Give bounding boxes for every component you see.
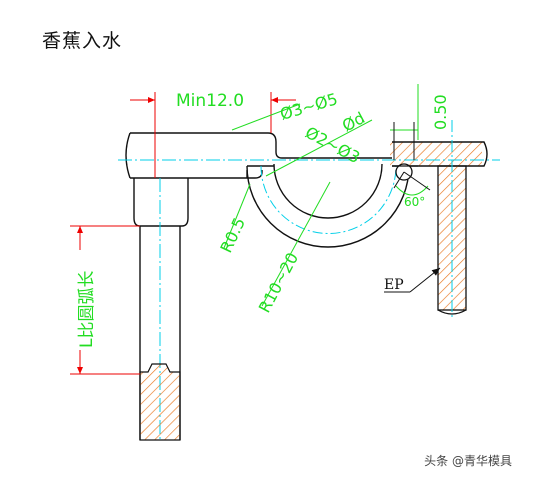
label-gate-dia: Ød (339, 108, 368, 135)
left-pin-hatch (139, 363, 181, 441)
right-insert (390, 141, 488, 181)
label-corner-radius: R0.5 (216, 215, 249, 256)
dim-angle (393, 171, 431, 196)
label-gate-depth: 0.50 (431, 94, 450, 130)
label-angle: 60° (404, 195, 425, 209)
banana-centerline (260, 165, 397, 234)
ep-leader (409, 267, 441, 293)
page-title: 香蕉入水 (42, 30, 123, 52)
dim-arc-radius-line (261, 181, 331, 307)
banana-arc (246, 163, 410, 248)
label-arc-length: L比圆弧长 (77, 271, 97, 348)
label-min-gap: Min12.0 (176, 91, 244, 111)
label-ejector: EP (384, 277, 404, 293)
label-arc-radius: R10~20 (255, 249, 302, 316)
dim-corner-radius-line (223, 183, 251, 249)
dim-min12 (130, 92, 296, 178)
dim-tip-dia-line (231, 103, 301, 131)
watermark: 头条 @青华模具 (424, 454, 512, 468)
dim-channel-dia-line (265, 119, 373, 177)
dim-gate-dia (390, 122, 418, 160)
dim-arc-length (70, 225, 140, 375)
label-tip-dia: Ø3~Ø5 (278, 89, 340, 124)
dim-gate-depth (404, 84, 428, 143)
